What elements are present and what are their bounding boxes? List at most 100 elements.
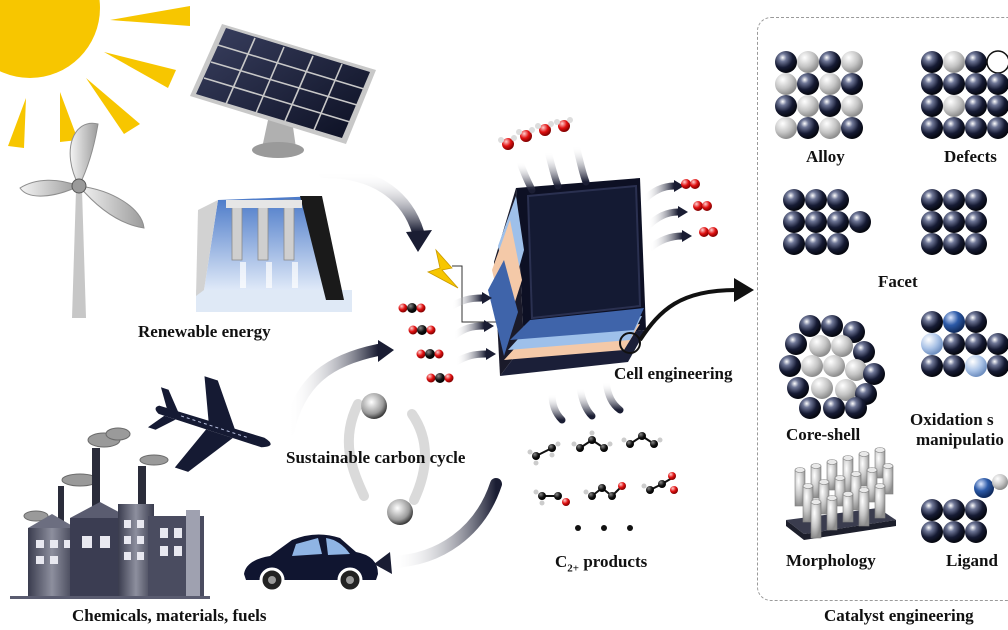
atom: [797, 51, 819, 73]
atom: [921, 521, 943, 543]
atom: [783, 233, 805, 255]
atom: [785, 333, 807, 355]
atom: [775, 117, 797, 139]
pillar-top: [874, 483, 886, 489]
atom: [943, 51, 965, 73]
atom: [853, 341, 875, 363]
atom: [779, 355, 801, 377]
atom: [841, 51, 863, 73]
atom: [821, 315, 843, 337]
atom: [845, 397, 867, 419]
atom: [943, 73, 965, 95]
carbon-cycle-arrows: [282, 166, 502, 574]
atom: [965, 499, 987, 521]
oxidation-state-label-line2: manipulatio: [916, 430, 1004, 449]
atom: [987, 95, 1008, 117]
atom: [841, 117, 863, 139]
atom: [987, 333, 1008, 355]
dam-icon: [196, 196, 352, 312]
factory-icon: [10, 427, 210, 599]
atom: [775, 95, 797, 117]
oxidation-state-label: Oxidation s: [910, 410, 994, 429]
alloy-label: Alloy: [806, 147, 845, 166]
pillar-top: [802, 483, 814, 489]
pillar-top: [794, 467, 806, 473]
wind-turbine-icon: [19, 122, 145, 318]
pillar-top: [810, 463, 822, 469]
atom: [841, 73, 863, 95]
atom: [921, 73, 943, 95]
cell-engineering-label: Cell engineering: [614, 364, 733, 383]
water-molecules: [498, 117, 573, 150]
atom: [827, 211, 849, 233]
atom: [965, 95, 987, 117]
chemicals-materials-fuels-label: Chemicals, materials, fuels: [72, 606, 267, 625]
lightning-bolt-icon: [426, 248, 500, 323]
atom: [943, 189, 965, 211]
atom: [921, 499, 943, 521]
flow-arrows-right: [448, 182, 686, 366]
flow-arrows: [516, 142, 624, 424]
pillar-top: [882, 463, 894, 469]
atom: [943, 211, 965, 233]
pillar-top: [866, 467, 878, 473]
atom: [819, 51, 841, 73]
atom: [827, 189, 849, 211]
atom: [943, 95, 965, 117]
pillar-top: [858, 487, 870, 493]
atom: [921, 117, 943, 139]
atom: [809, 335, 831, 357]
atom: [783, 211, 805, 233]
atom: [992, 474, 1008, 490]
renewable-energy-label: Renewable energy: [138, 322, 271, 341]
atom: [965, 117, 987, 139]
defects-label: Defects: [944, 147, 997, 166]
atom: [987, 73, 1008, 95]
carbon-cycle-spheres: [361, 393, 413, 525]
pillar-top: [858, 451, 870, 457]
atom: [965, 333, 987, 355]
pillar-top: [850, 471, 862, 477]
atom: [787, 377, 809, 399]
atom: [965, 189, 987, 211]
atom: [921, 333, 943, 355]
atom: [797, 117, 819, 139]
pillar-top: [834, 475, 846, 481]
electrolyzer-cell: [488, 178, 646, 376]
atom: [921, 211, 943, 233]
atom: [805, 233, 827, 255]
core-shell-label: Core-shell: [786, 425, 861, 444]
atom: [965, 521, 987, 543]
catalyst-engineering-label: Catalyst engineering: [824, 606, 974, 625]
morphology-label: Morphology: [786, 551, 876, 570]
atom: [965, 355, 987, 377]
atom: [827, 233, 849, 255]
atom: [921, 51, 943, 73]
atom: [943, 311, 965, 333]
pillar-top: [810, 499, 822, 505]
facet-label: Facet: [878, 272, 918, 291]
atom: [965, 311, 987, 333]
car-icon: [244, 534, 378, 593]
atom: [841, 95, 863, 117]
catalyst-engineering-panel: [757, 17, 1008, 601]
catalyst-arrow: [638, 278, 754, 342]
pillar-top: [874, 447, 886, 453]
atom: [921, 311, 943, 333]
atom: [974, 478, 994, 498]
atom: [943, 499, 965, 521]
atom: [943, 233, 965, 255]
atom: [799, 397, 821, 419]
solar-panel-icon: [190, 24, 376, 158]
atom: [775, 51, 797, 73]
pillar-top: [826, 459, 838, 465]
oxygen-molecules: [681, 179, 718, 237]
atom: [819, 117, 841, 139]
atom: [819, 73, 841, 95]
atom: [823, 397, 845, 419]
atom: [965, 211, 987, 233]
atom: [921, 355, 943, 377]
pillar-top: [826, 495, 838, 501]
ligand-label: Ligand: [946, 551, 998, 570]
